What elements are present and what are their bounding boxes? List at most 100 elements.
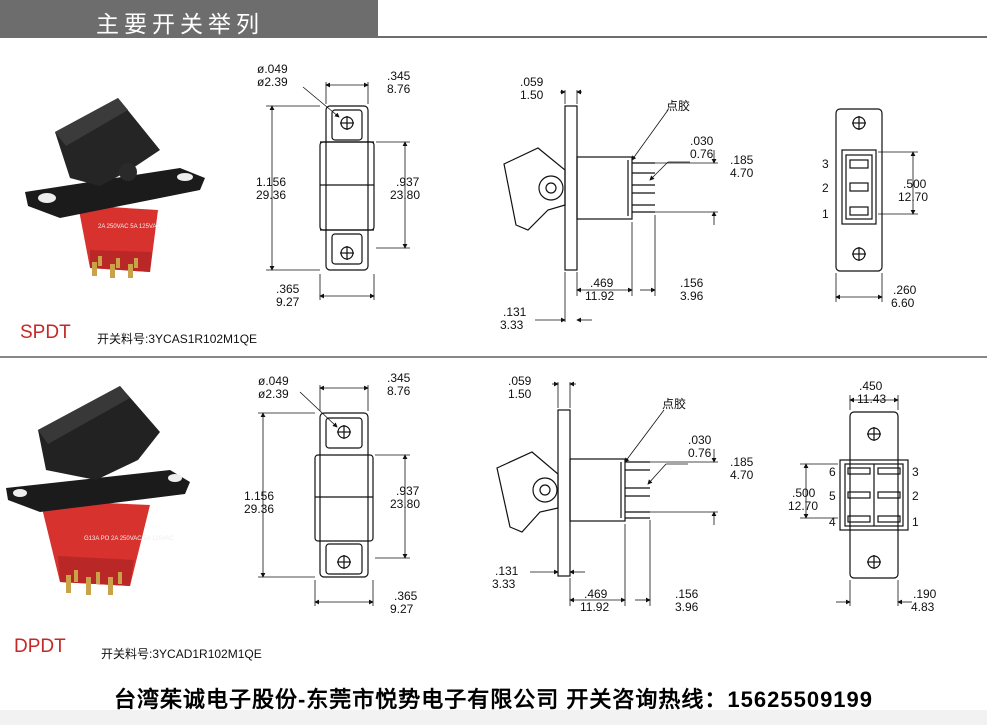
dpdt-dim-thick-mm: 1.50 — [508, 387, 532, 401]
dpdt-dim-d1-mm: 11.92 — [580, 600, 609, 614]
dpdt-bottom-view — [839, 411, 909, 579]
spdt-dim-d1-in: .469 — [590, 276, 614, 290]
dpdt-dim-base-mm: 9.27 — [390, 602, 414, 616]
spdt-side-view — [503, 105, 655, 271]
spdt-dim-d3-in: .131 — [503, 305, 527, 319]
dpdt-product-photo: G13A PO 2A 250VAC 5A 125VAC — [6, 386, 190, 595]
spdt-dim-d2-mm: 3.96 — [680, 289, 704, 303]
section-title: 主要开关举列 — [96, 12, 264, 38]
section-divider — [0, 356, 987, 358]
spdt-dim-pin-mm: 0.76 — [690, 147, 714, 161]
spdt-dim-base-in: .365 — [276, 282, 300, 296]
spdt-dim-ps-in: .185 — [730, 153, 754, 167]
spdt-dim-d3-mm: 3.33 — [500, 318, 524, 332]
spdt-dim-thick-in: .059 — [520, 75, 544, 89]
spdt-dim-pitch-in: .500 — [903, 177, 927, 191]
spdt-dim-pin-in: .030 — [690, 134, 714, 148]
dpdt-dim-d1-in: .469 — [584, 587, 608, 601]
dpdt-dim-width-mm: 8.76 — [387, 384, 411, 398]
dpdt-dim-d2-in: .156 — [675, 587, 699, 601]
dpdt-side-dims — [530, 381, 718, 606]
dpdt-dim-height-mm: 29.36 — [244, 502, 274, 516]
dpdt-dim-bot-mm: 4.83 — [911, 600, 935, 614]
spdt-dim-height-mm: 29.36 — [256, 188, 286, 202]
dpdt-dim-width-in: .345 — [387, 371, 411, 385]
section-header: 主要开关举列 — [0, 0, 378, 38]
dpdt-pin-3: 3 — [912, 465, 919, 479]
spdt-dim-width-mm: 8.76 — [387, 82, 411, 96]
dpdt-dim-ps-in: .185 — [730, 455, 754, 469]
dpdt-type-label: DPDT — [14, 636, 66, 657]
spdt-bottom-view — [835, 108, 883, 272]
spdt-pin-1: 1 — [822, 207, 829, 221]
dpdt-side-view — [496, 409, 650, 577]
spdt-side-dims — [535, 89, 718, 323]
dpdt-dim-thick-in: .059 — [508, 374, 532, 388]
dpdt-dim-top-in: .450 — [859, 379, 883, 393]
spdt-dim-width-in: .345 — [387, 69, 411, 83]
dpdt-dim-bot-in: .190 — [913, 587, 937, 601]
dpdt-front-dim-text: ø.049 ø2.39 .345 8.76 1.156 29.36 .937 2… — [244, 371, 420, 616]
spdt-part-number: 开关料号:3YCAS1R102M1QE — [97, 330, 257, 347]
dpdt-rating-print: G13A PO 2A 250VAC 5A 125VAC — [84, 536, 175, 542]
spdt-part-prefix: 开关料号: — [97, 332, 149, 346]
dpdt-pin-4: 4 — [829, 515, 836, 529]
spdt-dim-hole-mm: ø2.39 — [257, 75, 288, 89]
header-rule — [378, 36, 987, 38]
dpdt-pin-5: 5 — [829, 489, 836, 503]
spdt-front-view — [319, 105, 375, 271]
dpdt-dim-hole-in: ø.049 — [258, 374, 289, 388]
spdt-dim-d2-in: .156 — [680, 276, 704, 290]
spdt-dim-thick-mm: 1.50 — [520, 88, 544, 102]
spdt-rating-print: 2A 250VAC 5A 125VAC — [98, 224, 161, 230]
dpdt-dim-top-mm: 11.43 — [857, 392, 886, 406]
spdt-pin-3: 3 — [822, 157, 829, 171]
dpdt-dim-pin-in: .030 — [688, 433, 712, 447]
footer-contact: 台湾茱诚电子股份-东莞市悦势电子有限公司 开关咨询热线：15625509199 — [113, 687, 874, 712]
dpdt-glue-label: 点胶 — [662, 396, 686, 411]
dpdt-dim-d2-mm: 3.96 — [675, 600, 699, 614]
spdt-dim-hole-in: ø.049 — [257, 62, 288, 76]
dpdt-dim-body-in: .937 — [396, 484, 420, 498]
spdt-front-dim-text: ø.049 ø2.39 .345 8.76 1.156 29.36 .937 2… — [256, 62, 420, 309]
dpdt-dim-ps-mm: 4.70 — [730, 468, 754, 482]
spdt-product-photo: 2A 250VAC 5A 125VAC — [25, 98, 205, 278]
dpdt-dim-hole-mm: ø2.39 — [258, 387, 289, 401]
dpdt-dim-body-mm: 23.80 — [390, 497, 420, 511]
dpdt-dim-height-in: 1.156 — [244, 489, 274, 503]
dpdt-front-view — [314, 412, 374, 578]
dpdt-dim-pin-mm: 0.76 — [688, 446, 712, 460]
spdt-dim-bot-in: .260 — [893, 283, 917, 297]
dpdt-pin-2: 2 — [912, 489, 919, 503]
dpdt-pin-1: 1 — [912, 515, 919, 529]
dpdt-dim-d3-mm: 3.33 — [492, 577, 516, 591]
dpdt-front-dims — [258, 385, 410, 606]
spdt-front-dims — [266, 82, 410, 300]
dpdt-part-number: 开关料号:3YCAD1R102M1QE — [101, 645, 262, 662]
spdt-dim-ps-mm: 4.70 — [730, 166, 754, 180]
dpdt-side-dim-text: .059 1.50 点胶 .030 0.76 .185 4.70 .469 11… — [492, 374, 754, 614]
spdt-bottom-dims — [835, 151, 918, 302]
spdt-dim-bot-mm: 6.60 — [891, 296, 915, 310]
dpdt-part-prefix: 开关料号: — [101, 647, 153, 661]
spdt-bottom-dim-text: 3 2 1 .500 12.70 .260 6.60 — [822, 157, 928, 310]
dpdt-pin-6: 6 — [829, 465, 836, 479]
dpdt-bottom-dims — [800, 395, 912, 606]
spdt-part-value: 3YCAS1R102M1QE — [148, 332, 258, 346]
spdt-side-dim-text: .059 1.50 点胶 .030 0.76 .185 4.70 .469 11… — [500, 75, 754, 332]
spdt-dim-base-mm: 9.27 — [276, 295, 300, 309]
spdt-dim-body-in: .937 — [396, 175, 420, 189]
spdt-dim-d1-mm: 11.92 — [585, 289, 614, 303]
spdt-pin-2: 2 — [822, 181, 829, 195]
spdt-type-label: SPDT — [20, 322, 71, 343]
spdt-dim-body-mm: 23.80 — [390, 188, 420, 202]
footer-band — [0, 710, 987, 725]
dpdt-dim-pitch-in: .500 — [792, 486, 816, 500]
dpdt-dim-d3-in: .131 — [495, 564, 519, 578]
spdt-glue-label: 点胶 — [666, 98, 690, 113]
dpdt-dim-pitch-mm: 12.70 — [788, 499, 818, 513]
spdt-dim-height-in: 1.156 — [256, 175, 286, 189]
spdt-dim-pitch-mm: 12.70 — [898, 190, 928, 204]
dpdt-dim-base-in: .365 — [394, 589, 418, 603]
